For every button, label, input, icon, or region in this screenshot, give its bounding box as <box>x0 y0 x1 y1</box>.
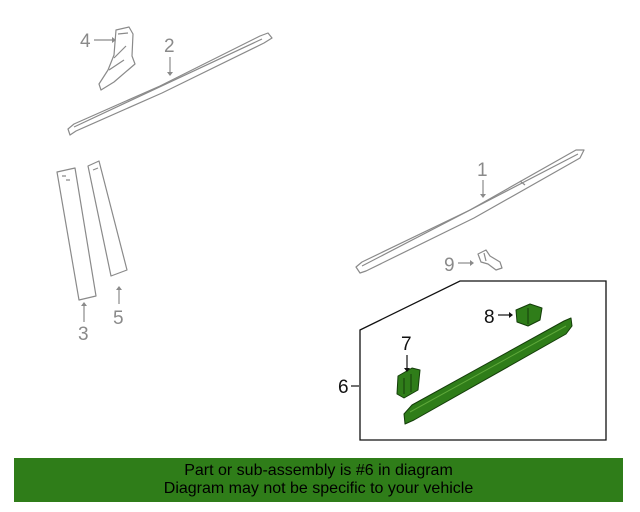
callout-3: 3 <box>78 302 89 345</box>
part-4-bracket <box>98 26 136 91</box>
part-2-roof-molding <box>67 32 273 136</box>
banner-line-2: Diagram may not be specific to your vehi… <box>163 480 474 497</box>
part-5-pillar-applique <box>87 160 128 277</box>
svg-text:5: 5 <box>113 308 124 329</box>
callout-9: 9 <box>444 255 474 276</box>
svg-text:2: 2 <box>164 36 175 57</box>
callout-5: 5 <box>113 286 124 329</box>
svg-text:3: 3 <box>78 324 89 345</box>
svg-text:9: 9 <box>444 255 455 276</box>
svg-text:4: 4 <box>80 31 91 52</box>
part-6-rocker-molding <box>403 317 573 425</box>
svg-text:6: 6 <box>338 377 349 398</box>
part-7-clip <box>396 367 421 399</box>
callout-2: 2 <box>164 36 175 76</box>
banner-line-1: Part or sub-assembly is #6 in diagram <box>184 462 453 479</box>
part-3-pillar-applique <box>56 167 97 301</box>
info-banner: Part or sub-assembly is #6 in diagram Di… <box>14 458 623 502</box>
part-9-screw <box>477 249 503 271</box>
svg-text:7: 7 <box>401 334 412 355</box>
callout-6: 6 <box>338 377 359 398</box>
svg-text:8: 8 <box>484 307 495 328</box>
callout-4: 4 <box>80 31 116 52</box>
assembly-6-box <box>359 280 607 441</box>
part-8-end-cap <box>515 303 543 327</box>
callout-1: 1 <box>477 160 488 198</box>
callout-7: 7 <box>401 334 412 372</box>
callout-8: 8 <box>484 307 513 328</box>
part-1-belt-molding <box>355 149 585 274</box>
svg-text:1: 1 <box>477 160 488 181</box>
